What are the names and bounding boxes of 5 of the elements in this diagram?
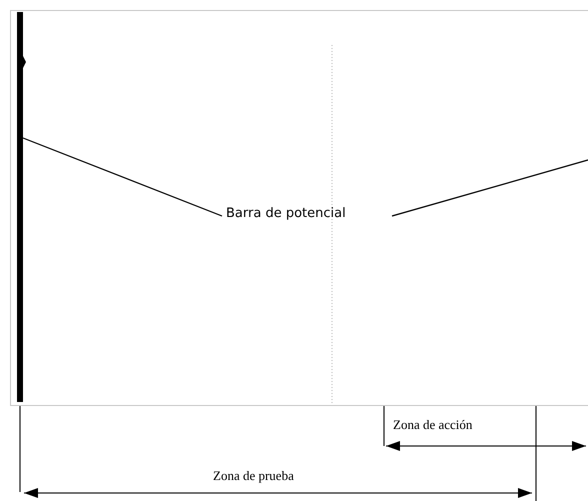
dimension-label: Zona de prueba (213, 468, 294, 484)
dimension-label: Zona de acción (393, 417, 472, 433)
leader-line (392, 159, 588, 217)
callout-label: Barra de potencial (226, 206, 346, 221)
potential-bar (17, 12, 26, 402)
